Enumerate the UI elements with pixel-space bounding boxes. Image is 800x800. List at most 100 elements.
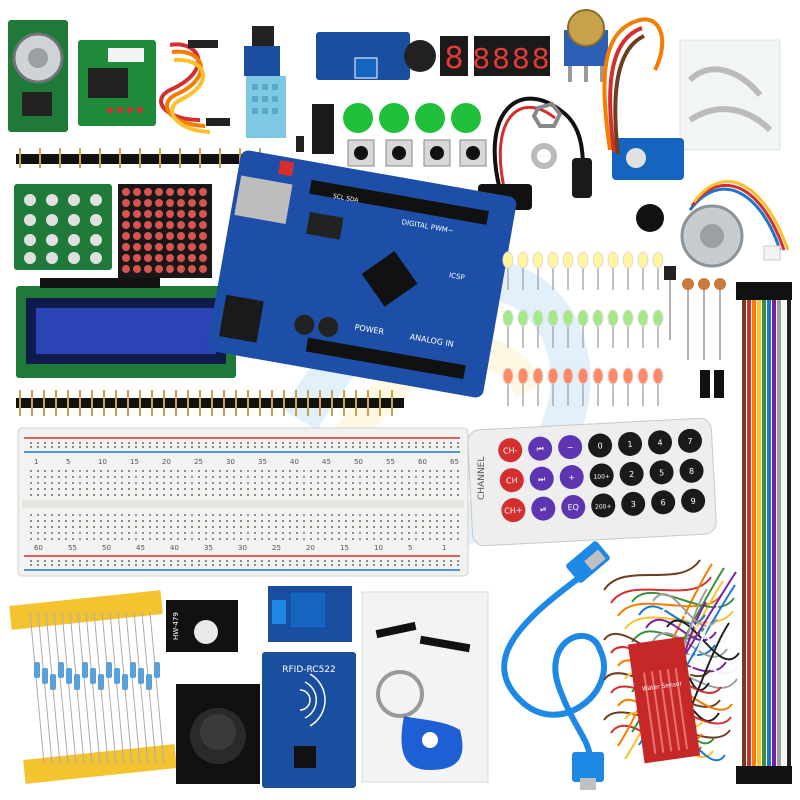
bb-hole [107,526,109,528]
bb-hole [331,564,333,566]
led [517,251,529,269]
bb-hole [303,514,305,516]
bb-hole [121,442,123,444]
bb-hole [156,538,158,540]
bb-hole [240,488,242,490]
bb-hole [226,560,228,562]
bb-hole [93,532,95,534]
bb-hole [44,564,46,566]
bb-hole [331,482,333,484]
bb-hole [373,446,375,448]
bb-hole [72,564,74,566]
bb-hole [79,564,81,566]
bb-hole [380,482,382,484]
bb-hole [443,470,445,472]
matrix-dot [133,254,141,262]
bb-bottom-number: 5 [408,544,412,552]
bb-hole [282,560,284,562]
bb-hole [345,514,347,516]
bb-hole [163,526,165,528]
bb-hole [128,532,130,534]
bb-hole [436,470,438,472]
bb-hole [415,476,417,478]
bb-hole [107,538,109,540]
bb-hole [114,470,116,472]
bb-hole [282,442,284,444]
bb-hole [100,520,102,522]
remote-button-label: − [567,443,574,452]
bb-hole [156,532,158,534]
bb-hole [191,476,193,478]
matrix-dot [199,188,207,196]
bb-hole [394,470,396,472]
bb-hole [58,470,60,472]
remote-button-label: 200+ [595,503,612,511]
resistor-lead [149,611,165,765]
bb-hole [429,446,431,448]
bb-hole [177,520,179,522]
nut-washer [531,101,563,169]
servo-motor [602,17,684,180]
bb-top-number: 25 [194,458,203,466]
led [562,309,574,327]
bb-top-number: 50 [354,458,363,466]
bb-hole [401,564,403,566]
matrix-dot [177,232,185,240]
bb-hole [296,488,298,490]
bb-hole [324,442,326,444]
bb-hole [65,482,67,484]
bb-hole [128,494,130,496]
bb-hole [373,494,375,496]
bb-hole [219,488,221,490]
bb-hole [457,442,459,444]
bb-hole [457,470,459,472]
bb-hole [170,560,172,562]
bb-hole [408,470,410,472]
bb-hole [415,560,417,562]
bb-bottom-number: 30 [238,544,247,552]
matrix-dots [122,188,207,273]
bb-hole [401,482,403,484]
bb-hole [247,538,249,540]
bb-hole [401,476,403,478]
tilt-switches [700,370,724,398]
bb-hole [37,488,39,490]
bb-hole [233,526,235,528]
bb-hole [107,476,109,478]
bb-hole [429,526,431,528]
bb-hole [142,560,144,562]
matrix-dot [133,221,141,229]
led [547,251,559,269]
bb-bottom-number: 35 [204,544,213,552]
matrix-dot [166,254,174,262]
bb-hole [240,560,242,562]
ir-remote: CHANNEL CH-CHCH+⏮⏭⏯−+EQ0100+200+12345678… [467,417,717,547]
bb-hole [275,470,277,472]
bb-hole [149,532,151,534]
bb-hole [177,470,179,472]
bb-hole [212,482,214,484]
resistor-lead [37,611,53,765]
bb-hole [415,564,417,566]
bb-hole [93,538,95,540]
bb-hole [79,526,81,528]
remote-button-label: EQ [567,503,579,513]
bb-hole [366,488,368,490]
bb-hole [450,494,452,496]
bb-hole [408,520,410,522]
bb-hole [79,442,81,444]
bb-hole [184,442,186,444]
bb-hole [135,520,137,522]
bb-hole [114,514,116,516]
keypad-4x4 [14,184,112,270]
bb-hole [198,560,200,562]
bb-hole [79,470,81,472]
resistor-body [130,662,136,678]
bb-hole [177,442,179,444]
bb-hole [226,538,228,540]
bb-hole [415,470,417,472]
bb-hole [422,564,424,566]
bb-hole [107,488,109,490]
bb-hole [79,494,81,496]
bb-hole [429,442,431,444]
